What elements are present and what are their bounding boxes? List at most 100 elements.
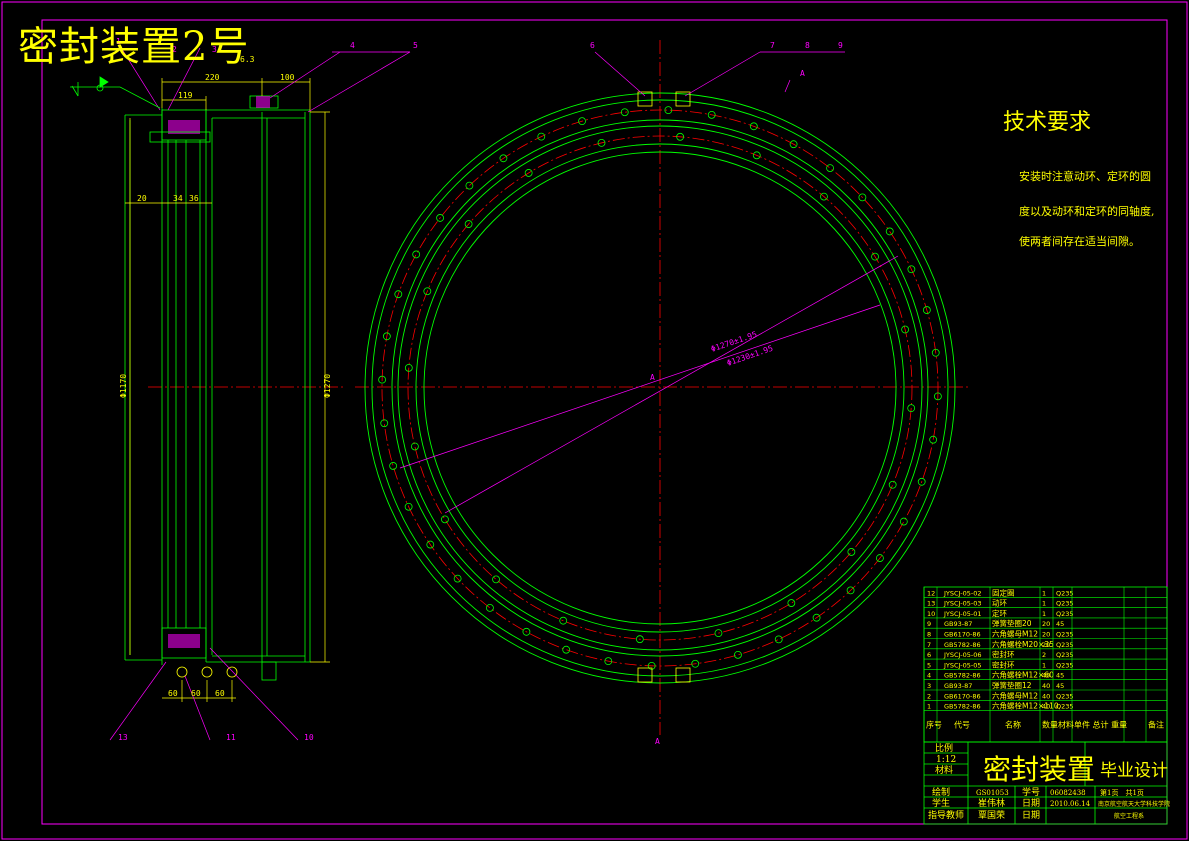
inner-bolt-hole: [410, 442, 419, 451]
bom-cell: Q235: [1056, 610, 1074, 618]
outer-bolt-hole: [749, 122, 758, 131]
bom-cell: 45: [1056, 620, 1064, 628]
tb-student-label: 学生: [932, 797, 950, 809]
drawing-title: 密封装置2号: [18, 24, 250, 70]
bom-cell: 2: [1042, 651, 1046, 659]
inner-bolt-hole: [907, 404, 916, 413]
outer-bolt-hole: [933, 392, 942, 401]
outer-bolt-hole: [522, 627, 531, 636]
inner-bolt-hole: [871, 252, 879, 261]
dim-100: 100: [280, 73, 295, 82]
inner-bolt-hole: [524, 169, 533, 177]
tb-scale-label: 比例: [935, 742, 953, 754]
tb-sheet-info: 第1页 共1页: [1100, 788, 1144, 797]
inner-bolt-hole: [888, 480, 897, 489]
dim-phi-1270: Φ1270: [323, 374, 332, 398]
tb-dept: 航空工程系: [1114, 812, 1144, 820]
bom-cell: 40: [1042, 703, 1050, 711]
bom-cell: 弹簧垫圈20: [992, 618, 1032, 628]
bom-cell: 13: [927, 600, 935, 608]
bom-cell: 六角螺母M12: [992, 690, 1038, 700]
outer-bolt-hole: [378, 375, 387, 384]
outer-bolt-hole: [380, 419, 389, 428]
bom-cell: 40: [1042, 692, 1050, 700]
outer-bolt-hole: [486, 604, 494, 612]
tb-draw-no: GS01053: [976, 789, 1009, 797]
bom-cell: JYSCJ-05-02: [943, 589, 981, 597]
bom-cell: JYSCJ-05-01: [943, 610, 981, 618]
dim-phi-1170: Φ1170: [119, 374, 128, 398]
title-block: [923, 741, 1168, 825]
callout-11: 11: [226, 733, 236, 742]
outer-bolt-hole: [929, 435, 938, 444]
inner-bolt-hole: [714, 629, 723, 638]
callout-8: 8: [805, 41, 810, 50]
outer-bolt-hole: [404, 502, 413, 511]
outer-bolt-hole: [812, 613, 821, 622]
outer-bolt-hole: [734, 650, 742, 659]
bom-cell: 5: [927, 661, 931, 669]
inner-bolt-hole: [404, 363, 413, 372]
outer-bolt-holes: [378, 106, 942, 670]
bom-cell: 2: [927, 692, 931, 700]
bom-cell: GB5782-86: [944, 641, 981, 649]
dim-220: 220: [205, 73, 220, 82]
bom-cell: GB5782-86: [944, 672, 981, 680]
outer-bolt-hole: [917, 477, 926, 486]
bom-header-cell: 序号: [926, 720, 942, 730]
bom-cell: GB6170-86: [944, 692, 981, 700]
outer-bolt-hole: [562, 645, 571, 654]
callout-9: 9: [838, 41, 843, 50]
bom-cell: JYSCJ-05-06: [943, 651, 981, 659]
bom-header-cell: 数量: [1042, 720, 1058, 730]
inner-bolt-hole: [752, 151, 761, 160]
outer-bolt-hole: [499, 154, 508, 163]
bom-cell: 六角螺栓M12×110: [992, 701, 1059, 711]
outer-bolt-hole: [604, 657, 613, 666]
section-label-a-top: A: [800, 69, 805, 78]
tb-scale: 1:12: [936, 755, 956, 765]
bom-cell: 9: [927, 620, 931, 628]
tech-requirement-line-1: 安装时注意动环、定环的圆: [1019, 170, 1151, 183]
tb-student-no: 06082438: [1050, 789, 1086, 797]
bom-cell: 4: [927, 672, 931, 680]
bom-cell: Q235: [1056, 692, 1074, 700]
outer-bolt-hole: [922, 306, 931, 314]
inner-bolt-hole: [676, 132, 685, 141]
outer-bolt-hole: [907, 265, 916, 274]
callout-1: 1: [116, 37, 121, 46]
inner-frame: [41, 19, 1168, 825]
outer-bolt-hole: [885, 227, 894, 236]
outer-bolt-hole: [436, 214, 444, 222]
bom-header-cell: 名称: [1005, 720, 1021, 730]
bom-cell: 6: [927, 651, 931, 659]
inner-bolt-hole: [597, 138, 606, 147]
callout-2: 2: [172, 45, 177, 54]
outer-bolt-hole: [876, 554, 884, 562]
bom-cell: 20: [1042, 620, 1050, 628]
bom-cell: GB5782-86: [944, 703, 981, 711]
bom-cell: Q235: [1056, 661, 1074, 669]
outer-bolt-hole: [846, 586, 855, 595]
inner-bolt-hole: [820, 192, 828, 201]
title-block-design-label: 毕业设计: [1100, 761, 1168, 781]
dim-119: 119: [178, 91, 193, 100]
bom-cell: 7: [927, 641, 931, 649]
callout-3: 3: [212, 45, 217, 54]
section-label-a-center: A: [650, 373, 655, 382]
inner-bolt-hole: [492, 575, 500, 584]
bom-cell: GB6170-86: [944, 631, 981, 639]
bom-cell: 12: [927, 589, 935, 597]
bom-cell: 3: [927, 682, 931, 690]
side-view: 220 119 100 20 34 36 Φ1170 Φ1270 60 60 6…: [70, 37, 418, 742]
bom-cell: 六角螺母M12: [992, 629, 1038, 639]
bom-cell: 固定圈: [992, 587, 1015, 597]
bom-cell: JYSCJ-05-03: [943, 600, 981, 608]
outer-bolt-hole: [899, 517, 908, 526]
bom-cell: GB93-87: [944, 620, 972, 628]
bom-cell: Q235: [1056, 589, 1074, 597]
tech-requirements-title: 技术要求: [1003, 110, 1092, 135]
outer-bolt-hole: [382, 332, 391, 341]
dim-20: 20: [137, 194, 147, 203]
